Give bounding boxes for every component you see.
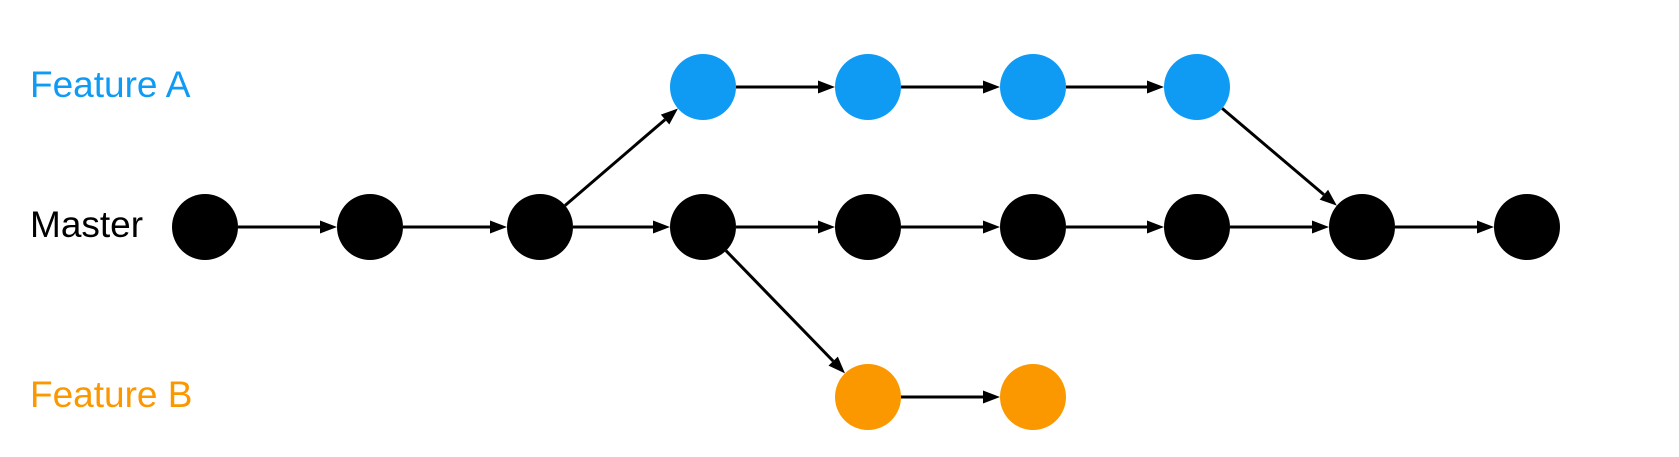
- branch-label-master: Master: [30, 204, 143, 245]
- commit-node-master-6[interactable]: [1164, 194, 1230, 260]
- edge-feature-a-0-to-1: [736, 80, 835, 94]
- commit-node-feature-a-0[interactable]: [670, 54, 736, 120]
- edge-feature-b-0-to-1: [901, 390, 1000, 404]
- arrowhead-icon: [818, 80, 835, 94]
- edge-master-0-to-1: [238, 220, 337, 234]
- commit-node-master-0[interactable]: [172, 194, 238, 260]
- nodes-layer: [172, 54, 1560, 430]
- edge-master-2-to-3: [573, 220, 670, 234]
- arrowhead-icon: [828, 356, 846, 374]
- edges-layer: [238, 80, 1494, 404]
- commit-node-master-4[interactable]: [835, 194, 901, 260]
- commit-node-feature-a-1[interactable]: [835, 54, 901, 120]
- edge-master-4-to-5: [901, 220, 1000, 234]
- arrowhead-icon: [983, 390, 1000, 404]
- commit-node-master-1[interactable]: [337, 194, 403, 260]
- edge-master-6-to-7: [1230, 220, 1329, 234]
- branch-label-feature-a: Feature A: [30, 64, 191, 105]
- commit-node-master-2[interactable]: [507, 194, 573, 260]
- arrowhead-icon: [660, 108, 678, 125]
- edge-line: [1221, 107, 1325, 196]
- commit-node-master-3[interactable]: [670, 194, 736, 260]
- arrowhead-icon: [1312, 220, 1329, 234]
- edge-master-3-to-4: [736, 220, 835, 234]
- commit-node-master-7[interactable]: [1329, 194, 1395, 260]
- edge-merge-feature-a-to-master: [1221, 107, 1337, 206]
- commit-node-feature-a-3[interactable]: [1164, 54, 1230, 120]
- edge-line: [564, 118, 667, 207]
- edge-branch-master-to-feature-a: [564, 108, 678, 207]
- arrowhead-icon: [653, 220, 670, 234]
- commit-node-feature-a-2[interactable]: [1000, 54, 1066, 120]
- branch-label-feature-b: Feature B: [30, 374, 192, 415]
- labels-layer: Feature A Master Feature B: [30, 64, 192, 415]
- edge-master-5-to-6: [1066, 220, 1164, 234]
- edge-master-1-to-2: [403, 220, 507, 234]
- arrowhead-icon: [1319, 189, 1337, 206]
- arrowhead-icon: [1477, 220, 1494, 234]
- arrowhead-icon: [818, 220, 835, 234]
- edge-feature-a-2-to-3: [1066, 80, 1164, 94]
- arrowhead-icon: [1147, 80, 1164, 94]
- arrowhead-icon: [1147, 220, 1164, 234]
- edge-feature-a-1-to-2: [901, 80, 1000, 94]
- edge-branch-master-to-feature-b: [724, 249, 846, 374]
- arrowhead-icon: [490, 220, 507, 234]
- commit-node-master-8[interactable]: [1494, 194, 1560, 260]
- commit-node-feature-b-1[interactable]: [1000, 364, 1066, 430]
- edge-line: [724, 249, 835, 363]
- edge-master-7-to-8: [1395, 220, 1494, 234]
- commit-node-feature-b-0[interactable]: [835, 364, 901, 430]
- arrowhead-icon: [320, 220, 337, 234]
- arrowhead-icon: [983, 220, 1000, 234]
- arrowhead-icon: [983, 80, 1000, 94]
- commit-node-master-5[interactable]: [1000, 194, 1066, 260]
